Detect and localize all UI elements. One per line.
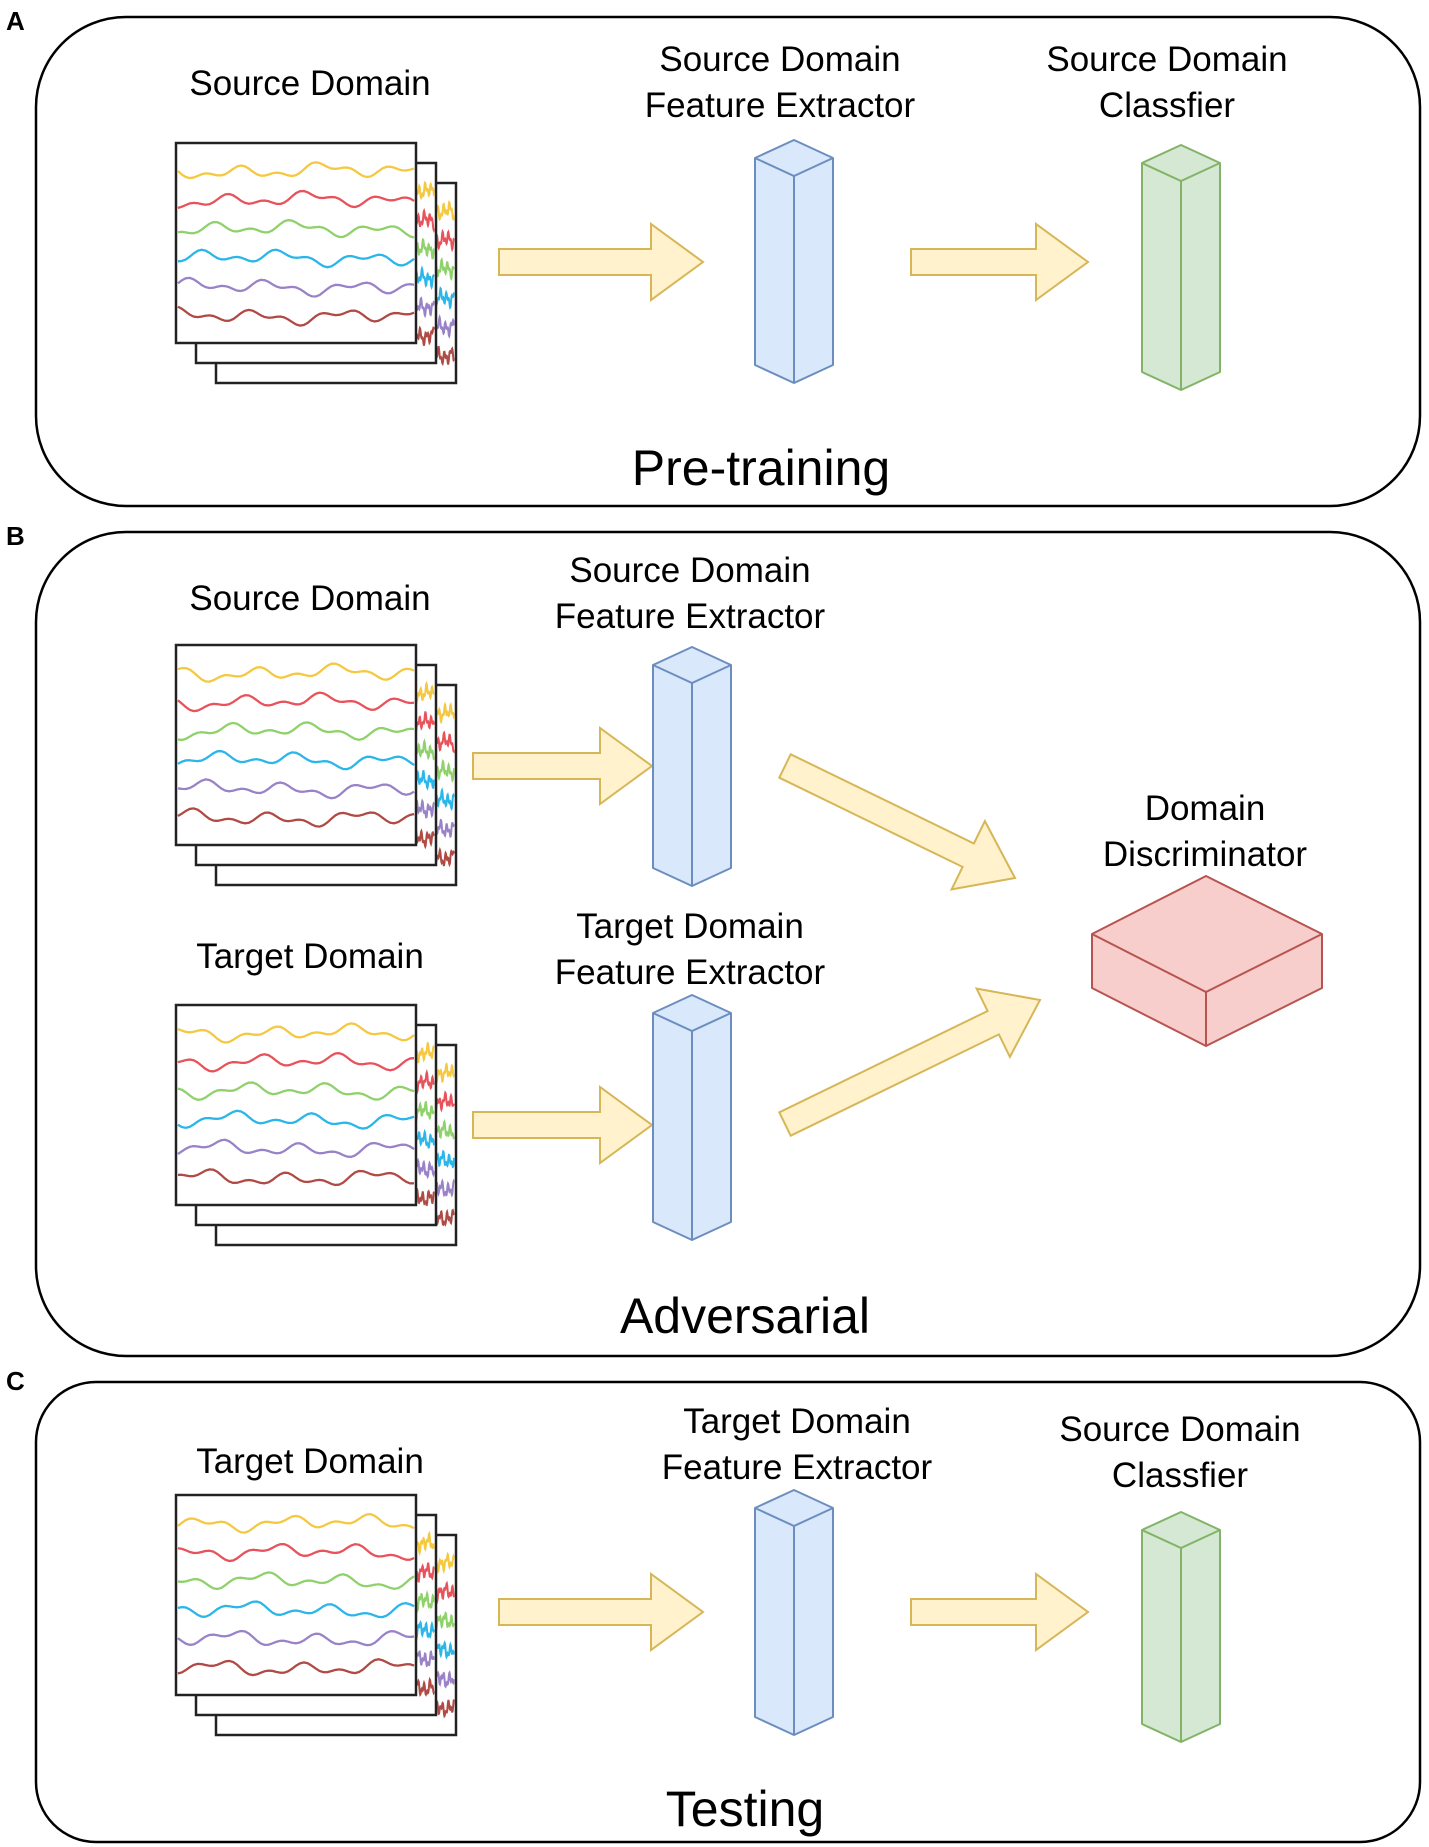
panel-c-input-label: Target Domain [196, 1442, 424, 1481]
panel-b-discriminator-label-line2: Discriminator [1103, 835, 1308, 874]
panel-a-letter: A [6, 6, 25, 36]
panel-c-frame [34, 1380, 1422, 1844]
panel-b-source-input-label: Source Domain [189, 579, 430, 618]
classifier-icon [1141, 144, 1221, 391]
arrow-icon [910, 222, 1090, 302]
panel-c-title: Testing [666, 1781, 824, 1837]
panel-b-source-extractor-label-line2: Feature Extractor [555, 597, 826, 636]
panel-b-discriminator-label-line1: Domain [1145, 789, 1266, 828]
arrow-icon [472, 726, 654, 806]
panel-a-frame [34, 15, 1422, 508]
signal-stack-icon [174, 1003, 458, 1247]
signal-stack-icon [174, 1493, 458, 1737]
signal-stack-icon [174, 643, 458, 887]
panel-a-extractor-label-line2: Feature Extractor [645, 86, 916, 125]
signal-stack-icon [174, 141, 458, 385]
arrow-icon [777, 752, 1017, 891]
panel-a: A Source Domain Source Domain Feature Ex… [6, 6, 1422, 508]
arrow-icon [472, 1085, 654, 1165]
arrow-icon [777, 987, 1042, 1138]
panel-b-source-extractor-label-line1: Source Domain [569, 551, 810, 590]
panel-c-classifier-label-line2: Classfier [1112, 1456, 1248, 1495]
discriminator-icon [1091, 875, 1323, 1047]
panel-c-classifier-label-line1: Source Domain [1059, 1410, 1300, 1449]
panel-c-extractor-label-line2: Feature Extractor [662, 1448, 933, 1487]
feature-extractor-icon [652, 994, 732, 1241]
panel-b-title: Adversarial [620, 1288, 870, 1344]
feature-extractor-icon [652, 646, 732, 887]
panel-c: C Target Domain Target Domain Feature Ex… [6, 1366, 1422, 1844]
panel-a-classifier-label-line1: Source Domain [1046, 40, 1287, 79]
arrow-icon [910, 1572, 1090, 1652]
feature-extractor-icon [754, 1489, 834, 1736]
classifier-icon [1141, 1511, 1221, 1743]
panel-b-frame [34, 530, 1422, 1358]
panel-c-letter: C [6, 1366, 25, 1396]
panel-c-extractor-label-line1: Target Domain [683, 1402, 911, 1441]
panel-a-title: Pre-training [632, 440, 890, 496]
panel-b-letter: B [6, 521, 25, 551]
panel-a-input-label: Source Domain [189, 64, 430, 103]
panel-a-classifier-label-line2: Classfier [1099, 86, 1235, 125]
panel-b-target-input-label: Target Domain [196, 937, 424, 976]
panel-a-extractor-label-line1: Source Domain [659, 40, 900, 79]
arrow-icon [498, 1572, 705, 1652]
feature-extractor-icon [754, 139, 834, 384]
panel-b: B Source Domain Source Domain Feature Ex… [6, 521, 1422, 1358]
panel-b-target-extractor-label-line2: Feature Extractor [555, 953, 826, 992]
arrow-icon [498, 222, 705, 302]
panel-b-target-extractor-label-line1: Target Domain [576, 907, 804, 946]
